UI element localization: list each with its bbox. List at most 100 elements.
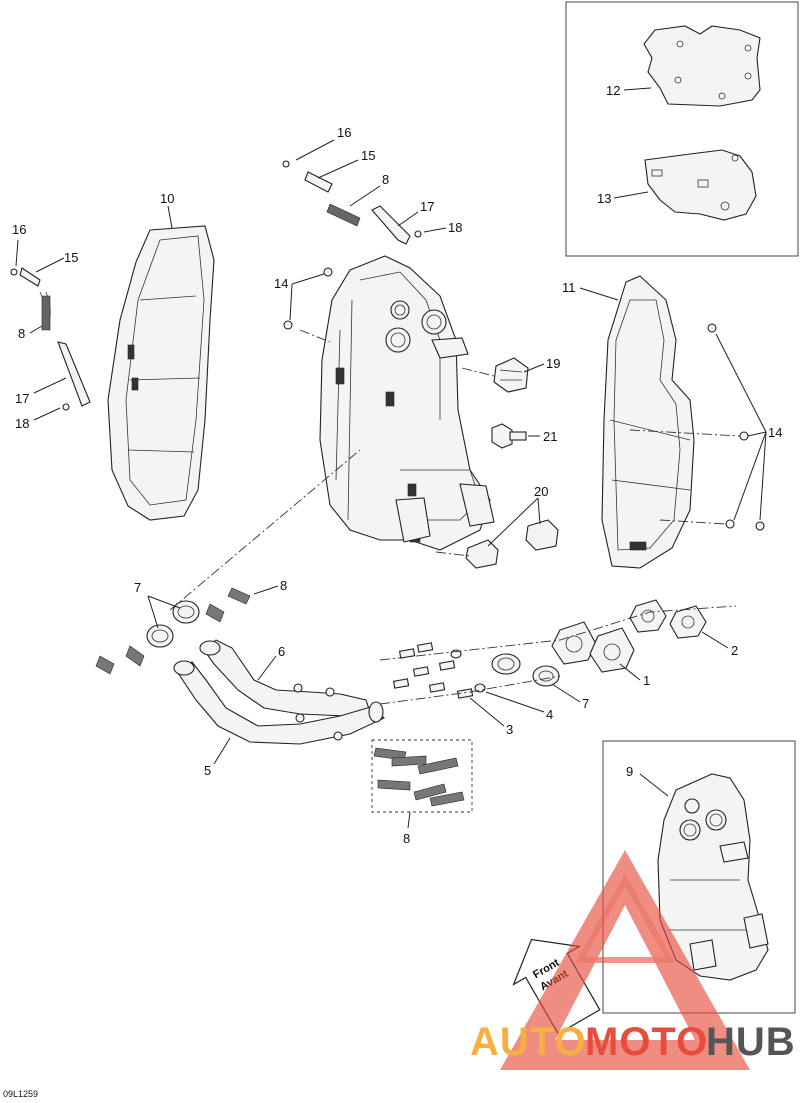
bracket: [689, 939, 717, 971]
watermark-text-hub: HUB: [706, 1020, 796, 1064]
bracket: [459, 483, 495, 527]
spring-8: [205, 603, 225, 623]
vent: [407, 483, 417, 497]
gasket-2: [669, 605, 707, 639]
bumper-20: [525, 519, 559, 551]
watermark-text-moto: MOTO: [585, 1020, 708, 1064]
outlet-tube: [705, 809, 727, 831]
outlet-tube: [390, 300, 410, 320]
callout-16: 16: [337, 125, 351, 140]
spring-8: [125, 645, 145, 667]
callout-15: 15: [64, 250, 78, 265]
slot: [697, 179, 709, 188]
flange-1: [589, 627, 635, 673]
seal-ring: [491, 653, 521, 675]
callout-3: 3: [506, 722, 513, 737]
bumper-20: [465, 539, 499, 569]
callout-14: 14: [768, 425, 782, 440]
hook: [333, 731, 343, 741]
callout-2: 2: [731, 643, 738, 658]
vent: [629, 541, 647, 551]
callout-13: 13: [597, 191, 611, 206]
spring-kit-8: [373, 747, 465, 807]
muffler-cover-10: [107, 225, 215, 521]
vent: [131, 377, 139, 391]
grommet-14: [707, 323, 717, 333]
seal-7: [532, 665, 560, 687]
pipe-flange: [199, 640, 221, 656]
vent: [385, 391, 395, 407]
hole: [676, 40, 684, 48]
hole: [720, 201, 730, 211]
bracket-15: [19, 267, 41, 287]
bracket-15: [304, 171, 333, 193]
hole: [744, 44, 752, 52]
bolt-shank: [509, 431, 527, 441]
grommet-14: [323, 267, 333, 277]
slot: [651, 169, 663, 177]
grommet-14: [739, 431, 749, 441]
hole: [718, 92, 726, 100]
heat-shield-pad-13: [644, 149, 757, 221]
callout-21: 21: [543, 429, 557, 444]
bracket: [719, 841, 749, 863]
callout-6: 6: [278, 644, 285, 659]
vent: [335, 367, 345, 385]
callout-8: 8: [280, 578, 287, 593]
callout-9: 9: [626, 764, 633, 779]
hook: [293, 683, 303, 693]
spring-kit-box: [371, 739, 473, 813]
callout-4: 4: [546, 707, 553, 722]
bolt-18: [414, 230, 422, 238]
callout-7: 7: [582, 696, 589, 711]
rivet-16: [10, 268, 18, 276]
inset-box-heat-shields: [565, 1, 799, 257]
callout-17: 17: [420, 199, 434, 214]
spring-8: [95, 655, 115, 675]
spring-8: [326, 203, 361, 227]
bracket: [395, 497, 431, 543]
bracket: [743, 913, 769, 949]
callout-8: 8: [382, 172, 389, 187]
outlet-tube: [421, 309, 447, 335]
outlet-tube: [679, 819, 701, 841]
hole: [744, 72, 752, 80]
callout-17: 17: [15, 391, 29, 406]
bracket-17: [371, 205, 411, 245]
flange-1: [551, 621, 597, 665]
rubber-mount-19: [493, 357, 529, 393]
seal-7: [172, 600, 200, 624]
callout-1: 1: [643, 673, 650, 688]
hole: [674, 76, 682, 84]
callout-10: 10: [160, 191, 174, 206]
callout-15: 15: [361, 148, 375, 163]
callout-5: 5: [204, 763, 211, 778]
bolt-21: [491, 423, 513, 449]
heat-shield-pad-12: [643, 25, 761, 107]
outlet-tube: [684, 798, 700, 814]
callout-8: 8: [403, 831, 410, 846]
hook: [325, 687, 335, 697]
watermark-text-auto: AUTO: [470, 1020, 587, 1064]
diagram-reference: 09L1259: [3, 1089, 38, 1099]
callout-8: 8: [18, 326, 25, 341]
grommet-14: [283, 320, 293, 330]
callout-20: 20: [534, 484, 548, 499]
bolt-18: [62, 403, 70, 411]
callout-18: 18: [15, 416, 29, 431]
callout-7: 7: [134, 580, 141, 595]
gasket-2: [629, 599, 667, 633]
callout-19: 19: [546, 356, 560, 371]
vent: [127, 344, 135, 360]
spring-8: [227, 587, 251, 605]
pipe-flange: [173, 660, 195, 676]
seal-7: [146, 624, 174, 648]
outlet-tube: [385, 327, 411, 353]
grommet-14: [725, 519, 735, 529]
spring-coils: [41, 295, 51, 331]
rivet-16: [282, 160, 290, 168]
exhaust-pipe-6: [203, 639, 371, 717]
grommet-14: [755, 521, 765, 531]
